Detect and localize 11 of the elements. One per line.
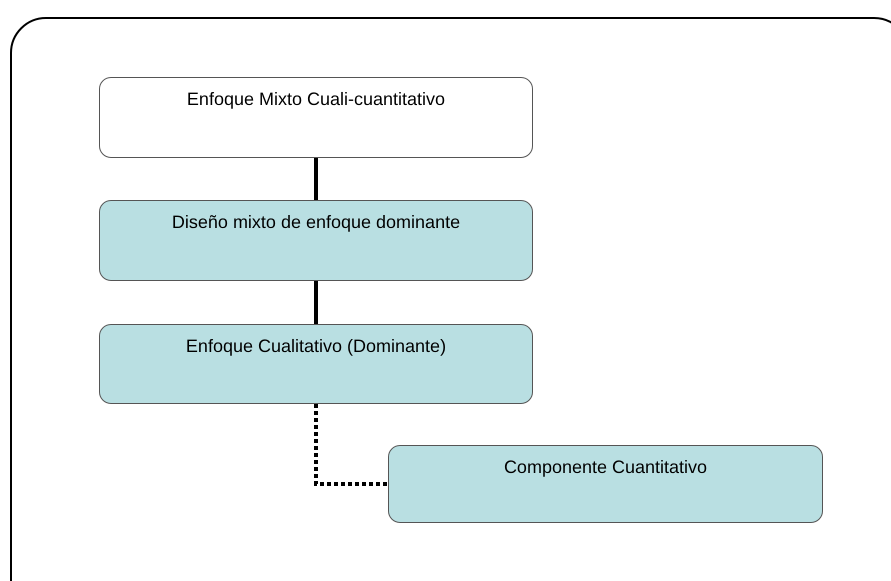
- process-box: [99, 77, 533, 158]
- connector-line: [314, 158, 318, 200]
- process-box: [99, 324, 533, 404]
- box-text: Enfoque Mixto Cuali-cuantitativo: [186, 88, 446, 111]
- box-text: Enfoque Cualitativo (Dominante): [186, 335, 446, 358]
- process-box: [99, 200, 533, 281]
- dotted-connector: [314, 404, 388, 486]
- box-text: Diseño mixto de enfoque dominante: [172, 211, 460, 234]
- box-text: Componente Cuantitativo: [504, 456, 708, 479]
- connector-line: [314, 281, 318, 324]
- process-box: [388, 445, 823, 523]
